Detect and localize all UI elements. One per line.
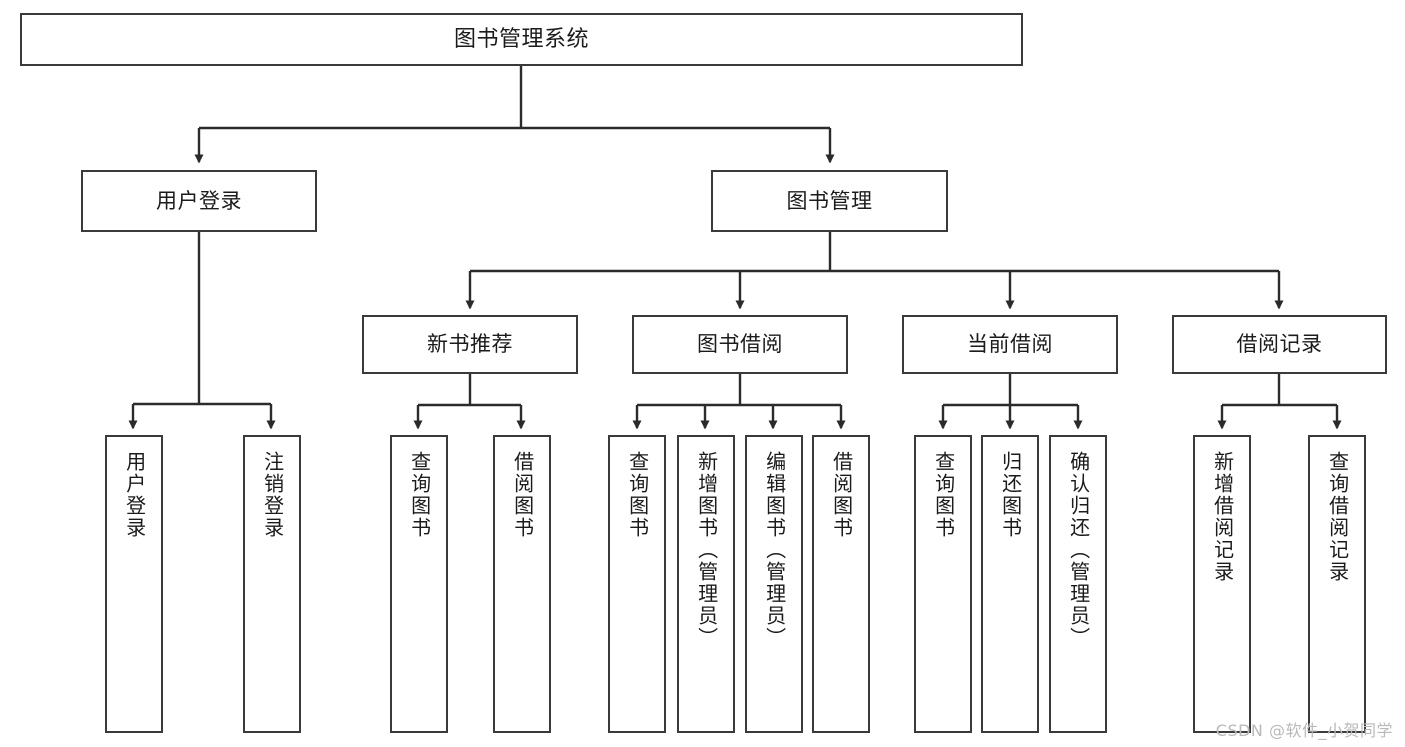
node-label: 新书推荐 (427, 332, 513, 357)
node-label: 图书管理系统 (453, 26, 589, 52)
node-borrow-record[interactable]: 借阅记录 (1172, 315, 1387, 374)
node-label: 借阅图书 (829, 451, 854, 539)
node-book-management[interactable]: 图书管理 (711, 170, 948, 232)
node-current-borrow[interactable]: 当前借阅 (902, 315, 1118, 374)
leaf-borrow-query-book[interactable]: 查询图书 (608, 435, 666, 733)
node-label: 查询图书 (407, 451, 432, 539)
node-label: 查询图书 (931, 451, 956, 539)
node-book-borrow[interactable]: 图书借阅 (632, 315, 848, 374)
node-label: 注销登录 (260, 451, 285, 539)
node-label: 用户登录 (122, 451, 147, 539)
node-label: 编辑图书（管理员） (762, 451, 787, 649)
node-label: 借阅记录 (1236, 332, 1323, 357)
leaf-current-confirm-return-admin[interactable]: 确认归还（管理员） (1049, 435, 1107, 733)
csdn-watermark: CSDN @软件_小贺同学 (1215, 721, 1393, 740)
leaf-current-query-book[interactable]: 查询图书 (914, 435, 972, 733)
leaf-borrow-add-book-admin[interactable]: 新增图书（管理员） (677, 435, 735, 733)
leaf-record-query-record[interactable]: 查询借阅记录 (1308, 435, 1366, 733)
node-label: 查询图书 (625, 451, 650, 539)
node-label: 用户登录 (156, 188, 242, 213)
node-label: 确认归还（管理员） (1066, 451, 1091, 649)
node-label: 图书借阅 (697, 332, 783, 357)
node-label: 新增借阅记录 (1210, 451, 1235, 583)
leaf-user-login-login[interactable]: 用户登录 (105, 435, 163, 733)
leaf-borrow-borrow-book[interactable]: 借阅图书 (812, 435, 870, 733)
node-label: 当前借阅 (967, 332, 1053, 357)
leaf-recommend-query-book[interactable]: 查询图书 (390, 435, 448, 733)
leaf-record-add-record[interactable]: 新增借阅记录 (1193, 435, 1251, 733)
node-root-system[interactable]: 图书管理系统 (20, 13, 1023, 66)
leaf-borrow-edit-book-admin[interactable]: 编辑图书（管理员） (745, 435, 803, 733)
node-label: 新增图书（管理员） (694, 451, 719, 649)
leaf-current-return-book[interactable]: 归还图书 (981, 435, 1039, 733)
node-new-book-recommend[interactable]: 新书推荐 (362, 315, 578, 374)
node-label: 借阅图书 (510, 451, 535, 539)
node-label: 查询借阅记录 (1325, 451, 1350, 583)
node-user-login[interactable]: 用户登录 (81, 170, 317, 232)
node-label: 图书管理 (786, 188, 873, 213)
node-label: 归还图书 (998, 451, 1023, 539)
leaf-recommend-borrow-book[interactable]: 借阅图书 (493, 435, 551, 733)
leaf-user-login-logout[interactable]: 注销登录 (243, 435, 301, 733)
